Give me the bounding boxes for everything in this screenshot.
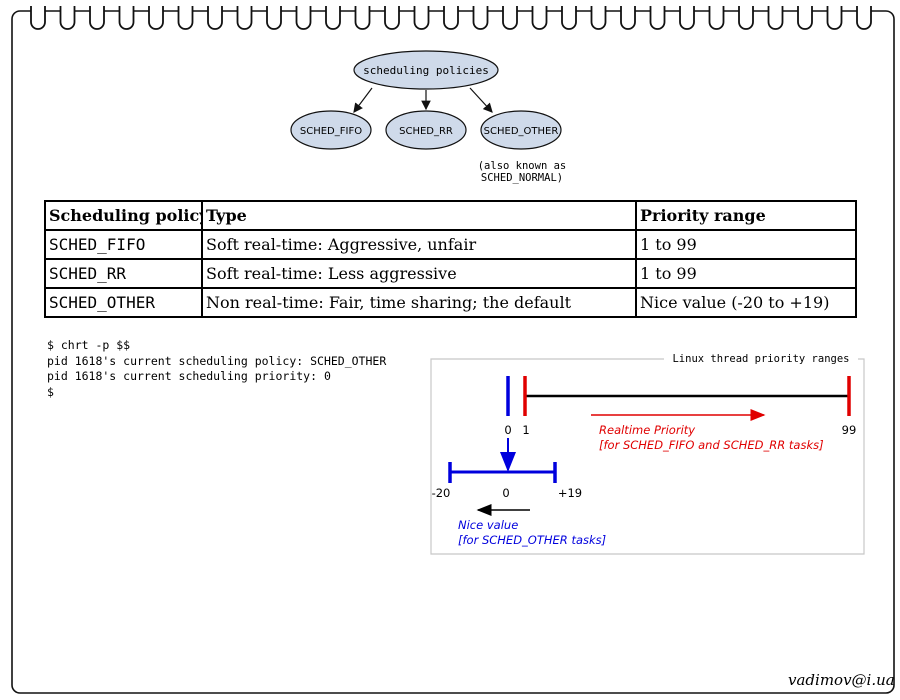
nice-caption: Nice value — [458, 518, 518, 532]
realtime-max-label: 99 — [842, 423, 857, 437]
spiral-ring — [767, 6, 784, 30]
priority-panel-title: Linux thread priority ranges — [672, 353, 849, 365]
spiral-ring — [590, 6, 607, 30]
spiral-ring — [708, 6, 725, 30]
tree-node-fifo — [290, 110, 372, 150]
realtime-caption-sub: [for SCHED_FIFO and SCHED_RR tasks] — [599, 438, 824, 452]
spiral-ring — [59, 6, 76, 30]
spiral-ring — [118, 6, 135, 30]
tree-note-line1: (also known as — [478, 160, 567, 172]
terminal-output: $ chrt -p $$ pid 1618's current scheduli… — [47, 338, 386, 400]
nice-max-label: +19 — [558, 486, 582, 500]
spiral-ring — [325, 6, 341, 30]
table-cell: Nice value (-20 to +19) — [635, 287, 857, 318]
column-header: Type — [201, 200, 637, 231]
spiral-ring — [236, 6, 253, 30]
realtime-caption: Realtime Priority — [599, 423, 695, 437]
tree-node-root — [353, 50, 499, 90]
nice-min-label: -20 — [432, 486, 451, 500]
nice-zero-label: 0 — [502, 486, 509, 500]
realtime-min-label: 1 — [522, 423, 529, 437]
nice-caption-sub: [for SCHED_OTHER tasks] — [458, 533, 606, 547]
column-header: Scheduling policy — [44, 200, 203, 231]
table-cell: 1 to 99 — [635, 229, 857, 260]
spiral-ring — [207, 6, 223, 30]
table-cell: SCHED_OTHER — [44, 287, 203, 318]
table-cell: SCHED_FIFO — [44, 229, 203, 260]
tree-edge-fifo — [353, 87, 373, 113]
tree-node-other — [480, 110, 562, 150]
spiral-ring — [502, 6, 518, 30]
spiral-ring — [177, 6, 194, 30]
tree-node-fifo-label: SCHED_FIFO — [300, 126, 362, 137]
spiral-ring — [797, 6, 813, 30]
spiral-ring — [649, 6, 666, 30]
tree-node-rr-label: SCHED_RR — [399, 126, 453, 137]
spiral-ring — [531, 6, 548, 30]
spiral-binding — [30, 6, 872, 30]
table-cell: SCHED_RR — [44, 258, 203, 289]
zero-label: 0 — [504, 423, 511, 437]
table-row: SCHED_FIFO Soft real-time: Aggressive, u… — [44, 229, 857, 260]
spiral-ring — [679, 6, 695, 30]
spiral-ring — [148, 6, 164, 30]
table-cell: Soft real-time: Aggressive, unfair — [201, 229, 637, 260]
spiral-ring — [561, 6, 577, 30]
tree-edge-other — [469, 87, 493, 113]
author-signature: vadimov@i.ua — [788, 671, 895, 689]
spiral-ring — [89, 6, 105, 30]
spiral-ring — [266, 6, 282, 30]
spiral-ring — [384, 6, 400, 30]
priority-panel-frame — [430, 358, 865, 555]
table-cell: Soft real-time: Less aggressive — [201, 258, 637, 289]
terminal-line: $ chrt -p $$ — [47, 338, 131, 352]
spiral-ring — [620, 6, 636, 30]
terminal-line: pid 1618's current scheduling priority: … — [47, 369, 331, 383]
tree-node-rr — [385, 110, 467, 150]
spiral-ring — [826, 6, 843, 30]
table-row: SCHED_RR Soft real-time: Less aggressive… — [44, 258, 857, 289]
terminal-line: pid 1618's current scheduling policy: SC… — [47, 353, 387, 368]
spiral-ring — [738, 6, 754, 30]
table-row: SCHED_OTHER Non real-time: Fair, time sh… — [44, 287, 857, 318]
tree-node-other-label: SCHED_OTHER — [484, 126, 559, 137]
spiral-ring — [354, 6, 371, 30]
tree-node-root-label: scheduling policies — [363, 64, 489, 77]
table-header-row: Scheduling policy Type Priority range — [44, 200, 857, 231]
spiral-ring — [295, 6, 312, 30]
spiral-ring — [856, 6, 872, 30]
table-cell: Non real-time: Fair, time sharing; the d… — [201, 287, 637, 318]
spiral-ring — [30, 6, 46, 30]
table-cell: 1 to 99 — [635, 258, 857, 289]
spiral-ring — [472, 6, 489, 30]
column-header: Priority range — [635, 200, 857, 231]
policy-table: Scheduling policy Type Priority range SC… — [44, 200, 857, 318]
tree-note-line2: SCHED_NORMAL) — [481, 172, 563, 184]
spiral-ring — [413, 6, 430, 30]
spiral-ring — [443, 6, 459, 30]
terminal-line: $ — [47, 384, 54, 399]
